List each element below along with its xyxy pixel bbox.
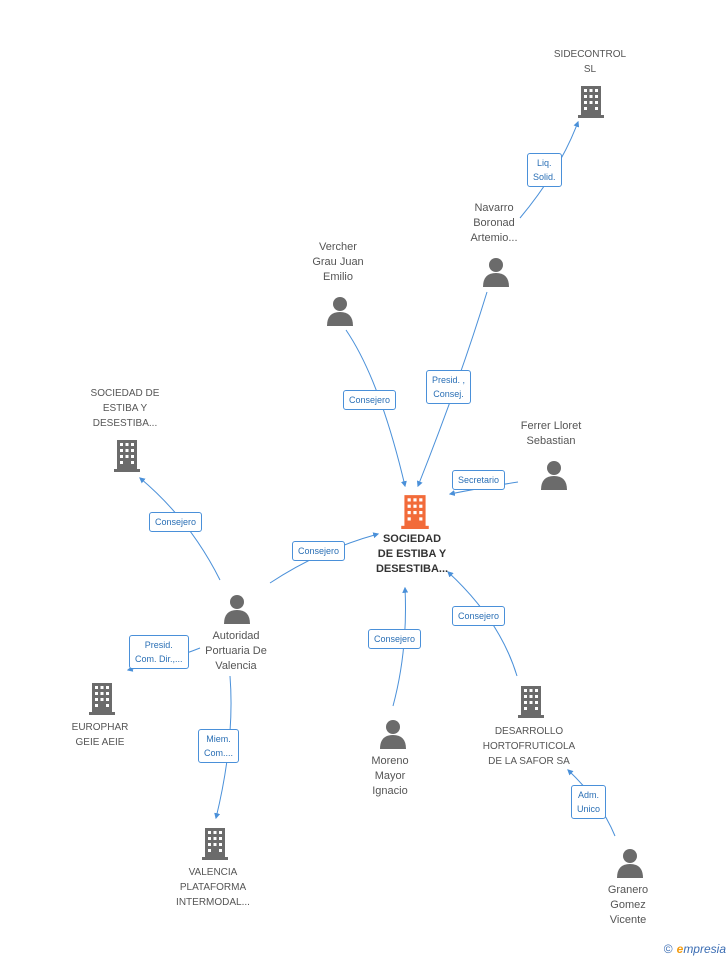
node-europhar[interactable]: EUROPHAR GEIE AEIE [50, 720, 150, 750]
building-icon [518, 686, 544, 718]
copyright-icon: © [663, 942, 673, 956]
building-icon [89, 683, 115, 715]
building-icon [202, 828, 228, 860]
node-autoridad[interactable]: Autoridad Portuaria De Valencia [186, 629, 286, 674]
node-desarrollo[interactable]: DESARROLLO HORTOFRUTICOLA DE LA SAFOR SA [469, 724, 589, 769]
node-label: Navarro Boronad Artemio... [470, 202, 518, 244]
node-sociedad-estiba[interactable]: SOCIEDAD DE ESTIBA Y DESESTIBA... [70, 386, 180, 431]
person-icon [224, 595, 250, 624]
person-icon [483, 258, 509, 287]
node-navarro[interactable]: Navarro Boronad Artemio... [444, 201, 544, 246]
node-label: Ferrer Lloret Sebastian [520, 420, 582, 447]
edge-label-presid-consej[interactable]: Presid. , Consej. [426, 370, 472, 404]
person-icon [380, 720, 406, 749]
node-label: SIDECONTROL SL [553, 49, 627, 75]
node-label: Autoridad Portuaria De Valencia [205, 630, 267, 672]
node-label: EUROPHAR GEIE AEIE [71, 722, 129, 748]
node-label: DESARROLLO HORTOFRUTICOLA DE LA SAFOR SA [482, 726, 576, 767]
edge-label-consejero-vercher[interactable]: Consejero [343, 390, 397, 410]
node-main-company[interactable]: SOCIEDAD DE ESTIBA Y DESESTIBA... [357, 532, 467, 577]
node-vercher[interactable]: Vercher Grau Juan Emilio [288, 240, 388, 285]
person-icon [327, 297, 353, 326]
node-label: SOCIEDAD DE ESTIBA Y DESESTIBA... [90, 388, 160, 429]
node-sidecontrol[interactable]: SIDECONTROL SL [540, 47, 640, 77]
building-icon [114, 440, 140, 472]
building-icon [578, 86, 604, 118]
edge-label-consejero-moreno[interactable]: Consejero [368, 629, 422, 649]
brand-e-letter: e [676, 942, 684, 956]
main-building-icon [401, 495, 429, 529]
node-ferrer[interactable]: Ferrer Lloret Sebastian [496, 419, 606, 449]
node-label: Vercher Grau Juan Emilio [312, 241, 364, 283]
edge-label-miem-com[interactable]: Miem. Com.... [198, 729, 240, 763]
node-granero[interactable]: Granero Gomez Vicente [578, 883, 678, 928]
edge-label-presid-com[interactable]: Presid. Com. Dir.,... [129, 635, 189, 669]
edge-label-consejero-autoridad-sociedad[interactable]: Consejero [149, 512, 203, 532]
edge-label-liq-solid[interactable]: Liq. Solid. [527, 153, 562, 187]
node-label: Granero Gomez Vicente [607, 884, 649, 926]
person-icon [541, 461, 567, 490]
edge-label-consejero-autoridad-main[interactable]: Consejero [292, 541, 346, 561]
brand-name: mpresia [683, 942, 726, 956]
node-label: SOCIEDAD DE ESTIBA Y DESESTIBA... [375, 533, 449, 575]
node-moreno[interactable]: Moreno Mayor Ignacio [340, 754, 440, 799]
edge-label-secretario[interactable]: Secretario [452, 470, 506, 490]
empresia-footer[interactable]: ©empresia [664, 942, 726, 956]
edge-label-consejero-desarrollo[interactable]: Consejero [452, 606, 506, 626]
node-valencia[interactable]: VALENCIA PLATAFORMA INTERMODAL... [158, 865, 268, 910]
node-label: Moreno Mayor Ignacio [371, 755, 409, 797]
edge-label-adm-unico[interactable]: Adm. Unico [571, 785, 607, 819]
person-icon [617, 849, 643, 878]
node-label: VALENCIA PLATAFORMA INTERMODAL... [176, 867, 250, 908]
